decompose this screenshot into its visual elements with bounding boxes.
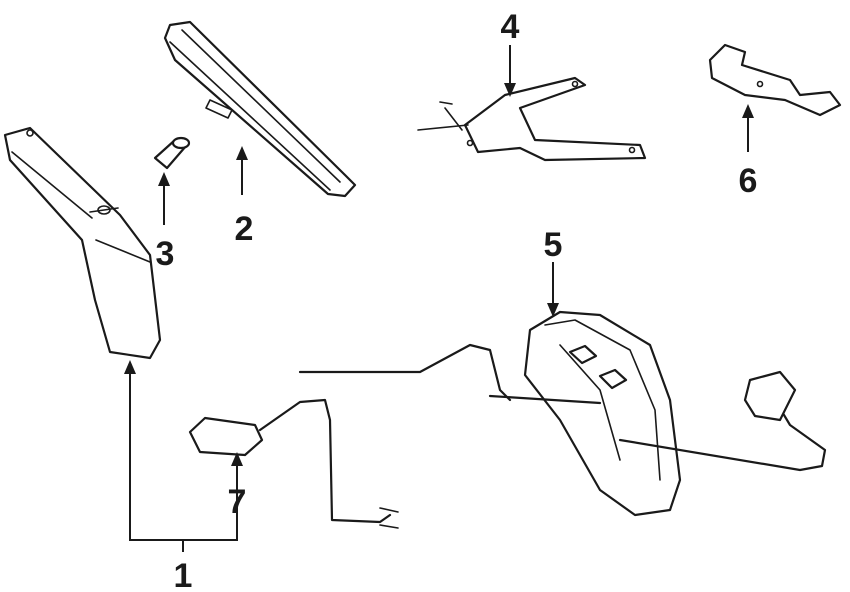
part-2-wiper-blade xyxy=(163,20,357,198)
callout-3: 3 xyxy=(156,235,175,273)
callout-7: 7 xyxy=(228,483,247,521)
part-3-cap xyxy=(153,136,191,170)
part-4-bracket xyxy=(417,76,647,162)
callout-1-leader xyxy=(124,360,243,552)
part-5-wiper-motor xyxy=(298,310,827,517)
callout-2-leader xyxy=(236,146,248,195)
callout-1: 1 xyxy=(174,557,193,592)
part-6-bracket xyxy=(708,43,842,117)
callout-3-leader xyxy=(158,172,170,225)
callout-4: 4 xyxy=(501,8,520,46)
callout-6-leader xyxy=(742,104,754,152)
callout-4-leader xyxy=(504,45,516,97)
callout-5-leader xyxy=(547,262,559,317)
part-1-wiper-arm xyxy=(3,126,162,360)
callout-6: 6 xyxy=(739,162,758,200)
callout-2: 2 xyxy=(235,210,254,248)
part-7-connector xyxy=(188,398,399,529)
callout-5: 5 xyxy=(544,226,563,264)
